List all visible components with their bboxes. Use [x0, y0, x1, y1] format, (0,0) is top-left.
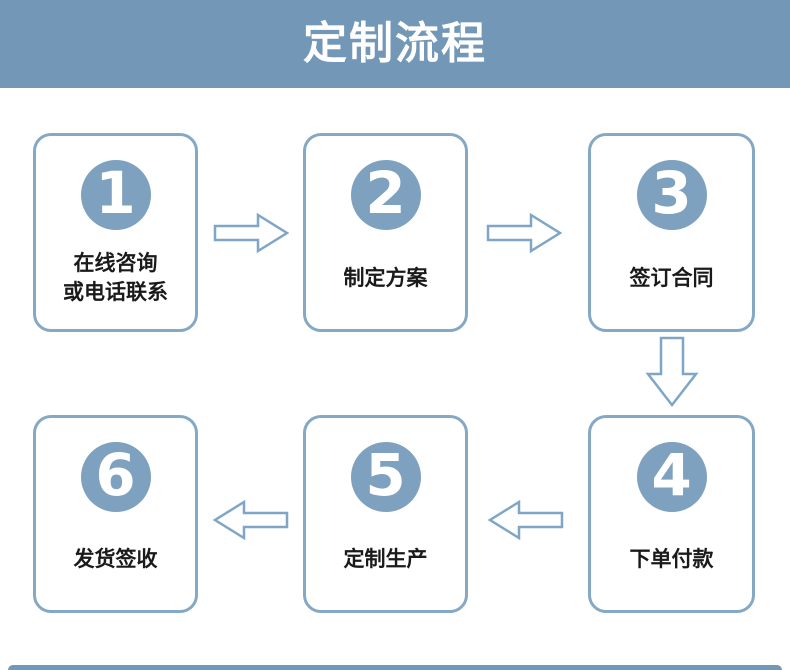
page-title: 定制流程: [303, 18, 487, 69]
step-6-number: 6: [95, 441, 136, 509]
step-2-number: 2: [365, 159, 406, 227]
arrow-right-step1-to-step2-icon: [213, 213, 289, 253]
section-header-bar: 定制流程: [0, 0, 790, 88]
step-1-label: 在线咨询 或电话联系: [36, 241, 195, 315]
step-2-label: 制定方案: [306, 241, 465, 315]
step-box-2: 2 制定方案: [303, 133, 468, 332]
step-1-label-line-2: 或电话联系: [63, 280, 168, 304]
step-4-number-badge: 4: [636, 441, 707, 512]
step-3-number-badge: 3: [636, 159, 707, 230]
step-box-1: 1 在线咨询 或电话联系: [33, 133, 198, 332]
step-2-label-line-1: 制定方案: [343, 265, 428, 290]
step-4-label: 下单付款: [591, 523, 752, 596]
arrow-down-step3-to-step4-icon: [643, 336, 701, 408]
arrow-right-step2-to-step3-icon: [486, 213, 562, 253]
step-4-number: 4: [651, 441, 692, 509]
step-5-number: 5: [365, 441, 406, 509]
step-1-number: 1: [95, 159, 136, 227]
step-3-label: 签订合同: [591, 241, 752, 315]
step-1-label-line-1: 在线咨询: [73, 251, 158, 275]
step-6-number-badge: 6: [80, 441, 151, 512]
step-5-label-line-1: 定制生产: [343, 547, 428, 571]
step-4-label-line-1: 下单付款: [629, 547, 714, 571]
step-1-number-badge: 1: [80, 159, 151, 230]
step-box-6: 6 发货签收: [33, 415, 198, 613]
step-3-label-line-1: 签订合同: [629, 265, 714, 290]
step-box-3: 3 签订合同: [588, 133, 755, 332]
step-2-number-badge: 2: [350, 159, 421, 230]
step-box-5: 5 定制生产: [303, 415, 468, 613]
step-5-label: 定制生产: [306, 523, 465, 596]
step-6-label: 发货签收: [36, 523, 195, 596]
arrow-left-step4-to-step5-icon: [488, 500, 564, 540]
step-3-number: 3: [651, 159, 692, 227]
step-box-4: 4 下单付款: [588, 415, 755, 613]
step-5-number-badge: 5: [350, 441, 421, 512]
next-section-edge: [8, 665, 782, 670]
step-6-label-line-1: 发货签收: [73, 547, 158, 571]
arrow-left-step5-to-step6-icon: [213, 500, 289, 540]
